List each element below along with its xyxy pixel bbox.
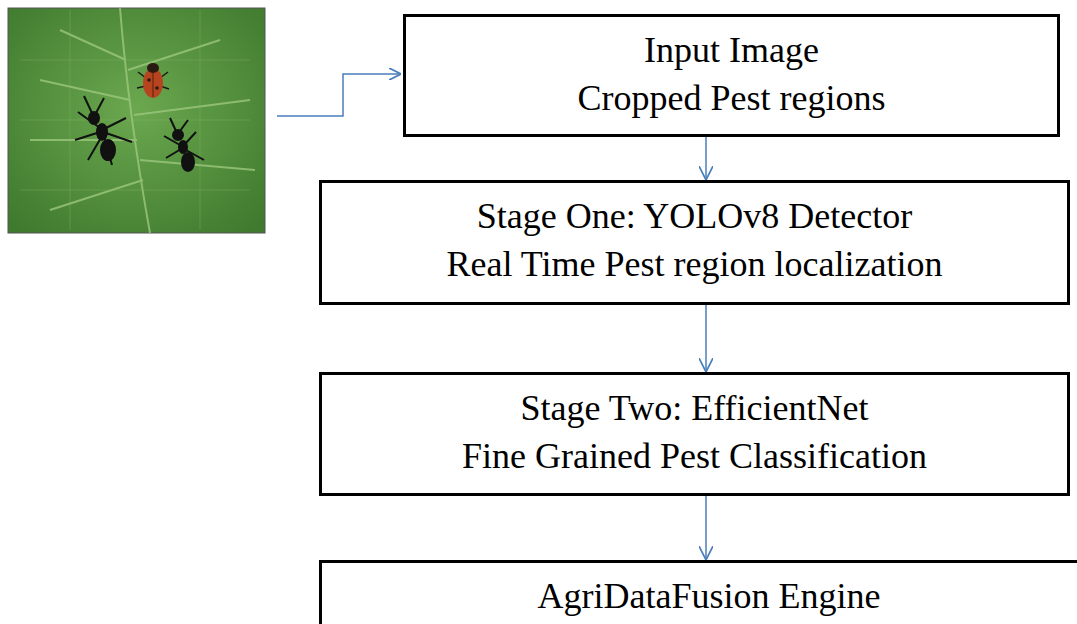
box-heading: Stage One: YOLOv8 Detector (477, 192, 913, 240)
process-box: AgriDataFusion Engine (319, 560, 1077, 624)
flow-arrow (705, 137, 707, 180)
flow-arrow (705, 305, 707, 372)
process-box: Stage Two: EfficientNetFine Grained Pest… (319, 372, 1070, 496)
process-box: Input ImageCropped Pest regions (403, 14, 1060, 137)
ant-figure (164, 118, 204, 171)
box-heading: Stage Two: EfficientNet (520, 384, 868, 432)
process-box: Stage One: YOLOv8 DetectorReal Time Pest… (319, 180, 1070, 305)
box-heading: Input Image (644, 26, 819, 74)
leader-arrow (277, 74, 401, 116)
ant-figure (75, 96, 132, 165)
leaf-photo (8, 8, 265, 233)
box-subtitle: Real Time Pest region localization (447, 240, 943, 288)
beetle-figure (137, 63, 169, 98)
box-subtitle: Cropped Pest regions (578, 74, 886, 122)
box-heading: AgriDataFusion Engine (538, 572, 881, 620)
flow-arrow (705, 496, 707, 560)
box-subtitle: Fine Grained Pest Classification (462, 432, 927, 480)
